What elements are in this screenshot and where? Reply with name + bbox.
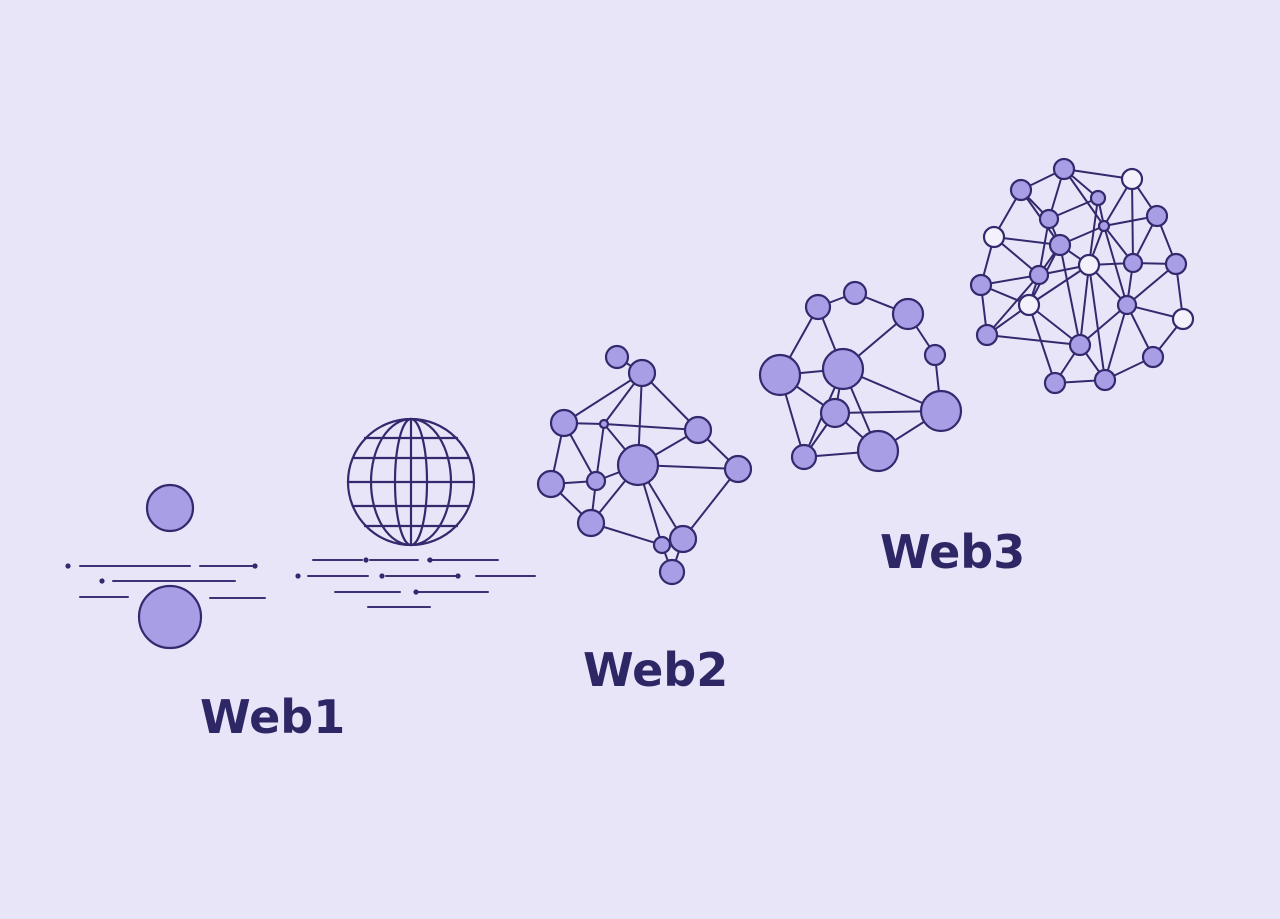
web2-network-b-icon <box>758 280 963 473</box>
web2-a-edge <box>682 468 739 540</box>
web3-node <box>1097 219 1111 233</box>
web3-node <box>1145 204 1169 228</box>
web2-a-edge <box>563 372 643 424</box>
web2-a-node <box>723 454 753 484</box>
web2-network-a-icon <box>536 344 753 586</box>
web3-edge <box>1088 197 1099 266</box>
web2-b-node <box>856 429 900 473</box>
web2-a-node <box>668 524 698 554</box>
web1-data-lines <box>65 563 266 599</box>
web3-node <box>1120 167 1144 191</box>
web2-a-node <box>536 469 566 499</box>
web2-b-node <box>819 397 851 429</box>
web3-node <box>1028 264 1050 286</box>
web1-person-icon <box>65 483 266 650</box>
web2-b-node <box>919 389 963 433</box>
web3-node <box>1116 294 1138 316</box>
web2-a-node <box>576 508 606 538</box>
web3-edge <box>1088 264 1106 381</box>
web2-a-node <box>585 470 607 492</box>
web3-edge <box>986 274 1040 336</box>
web3-edge <box>986 334 1081 346</box>
web3-node <box>1122 252 1144 274</box>
globe-data-lines <box>295 557 536 608</box>
web3-node <box>975 323 999 347</box>
web3-edge <box>1059 244 1081 346</box>
web2-a-edge <box>603 423 699 431</box>
web3-node <box>1038 208 1060 230</box>
web2-b-node <box>804 293 832 321</box>
web3-edge <box>1028 264 1090 306</box>
web3-node <box>1048 233 1072 257</box>
web3-node <box>1017 293 1041 317</box>
web3-node <box>1171 307 1195 331</box>
web2-b-node <box>790 443 818 471</box>
web2-b-node <box>758 353 802 397</box>
web3-node <box>1164 252 1188 276</box>
web2-a-node <box>616 443 660 487</box>
web3-node <box>1077 253 1101 277</box>
web3-edge <box>1079 264 1090 346</box>
web2-a-node <box>658 558 686 586</box>
web3-edge <box>1103 225 1128 306</box>
web3-edge <box>1104 304 1128 381</box>
web2-label: Web2 <box>583 643 728 697</box>
web2-b-node <box>923 343 947 367</box>
web3-node <box>1009 178 1033 202</box>
web2-a-node <box>652 535 672 555</box>
web3-node <box>982 225 1006 249</box>
web3-node <box>969 273 993 297</box>
web2-b-node <box>891 297 925 331</box>
web2-a-node <box>683 415 713 445</box>
web2-a-node <box>604 344 630 370</box>
web3-node <box>1043 371 1067 395</box>
globe-icon <box>295 417 536 608</box>
web3-node <box>1141 345 1165 369</box>
web3-edge <box>1063 168 1105 227</box>
web3-label: Web3 <box>880 525 1025 579</box>
web3-node <box>1068 333 1092 357</box>
web1-label: Web1 <box>200 690 345 744</box>
web3-mesh-network-icon <box>969 157 1195 395</box>
web2-b-node <box>842 280 868 306</box>
web2-b-node <box>821 347 865 391</box>
web3-node <box>1089 189 1107 207</box>
web2-a-node <box>549 408 579 438</box>
web2-a-node <box>627 358 657 388</box>
web3-node <box>1052 157 1076 181</box>
web3-edge <box>1063 168 1133 180</box>
web2-a-node <box>598 418 610 430</box>
web3-edge <box>1028 304 1056 384</box>
person-body <box>137 584 203 650</box>
person-head <box>145 483 195 533</box>
web3-node <box>1093 368 1117 392</box>
